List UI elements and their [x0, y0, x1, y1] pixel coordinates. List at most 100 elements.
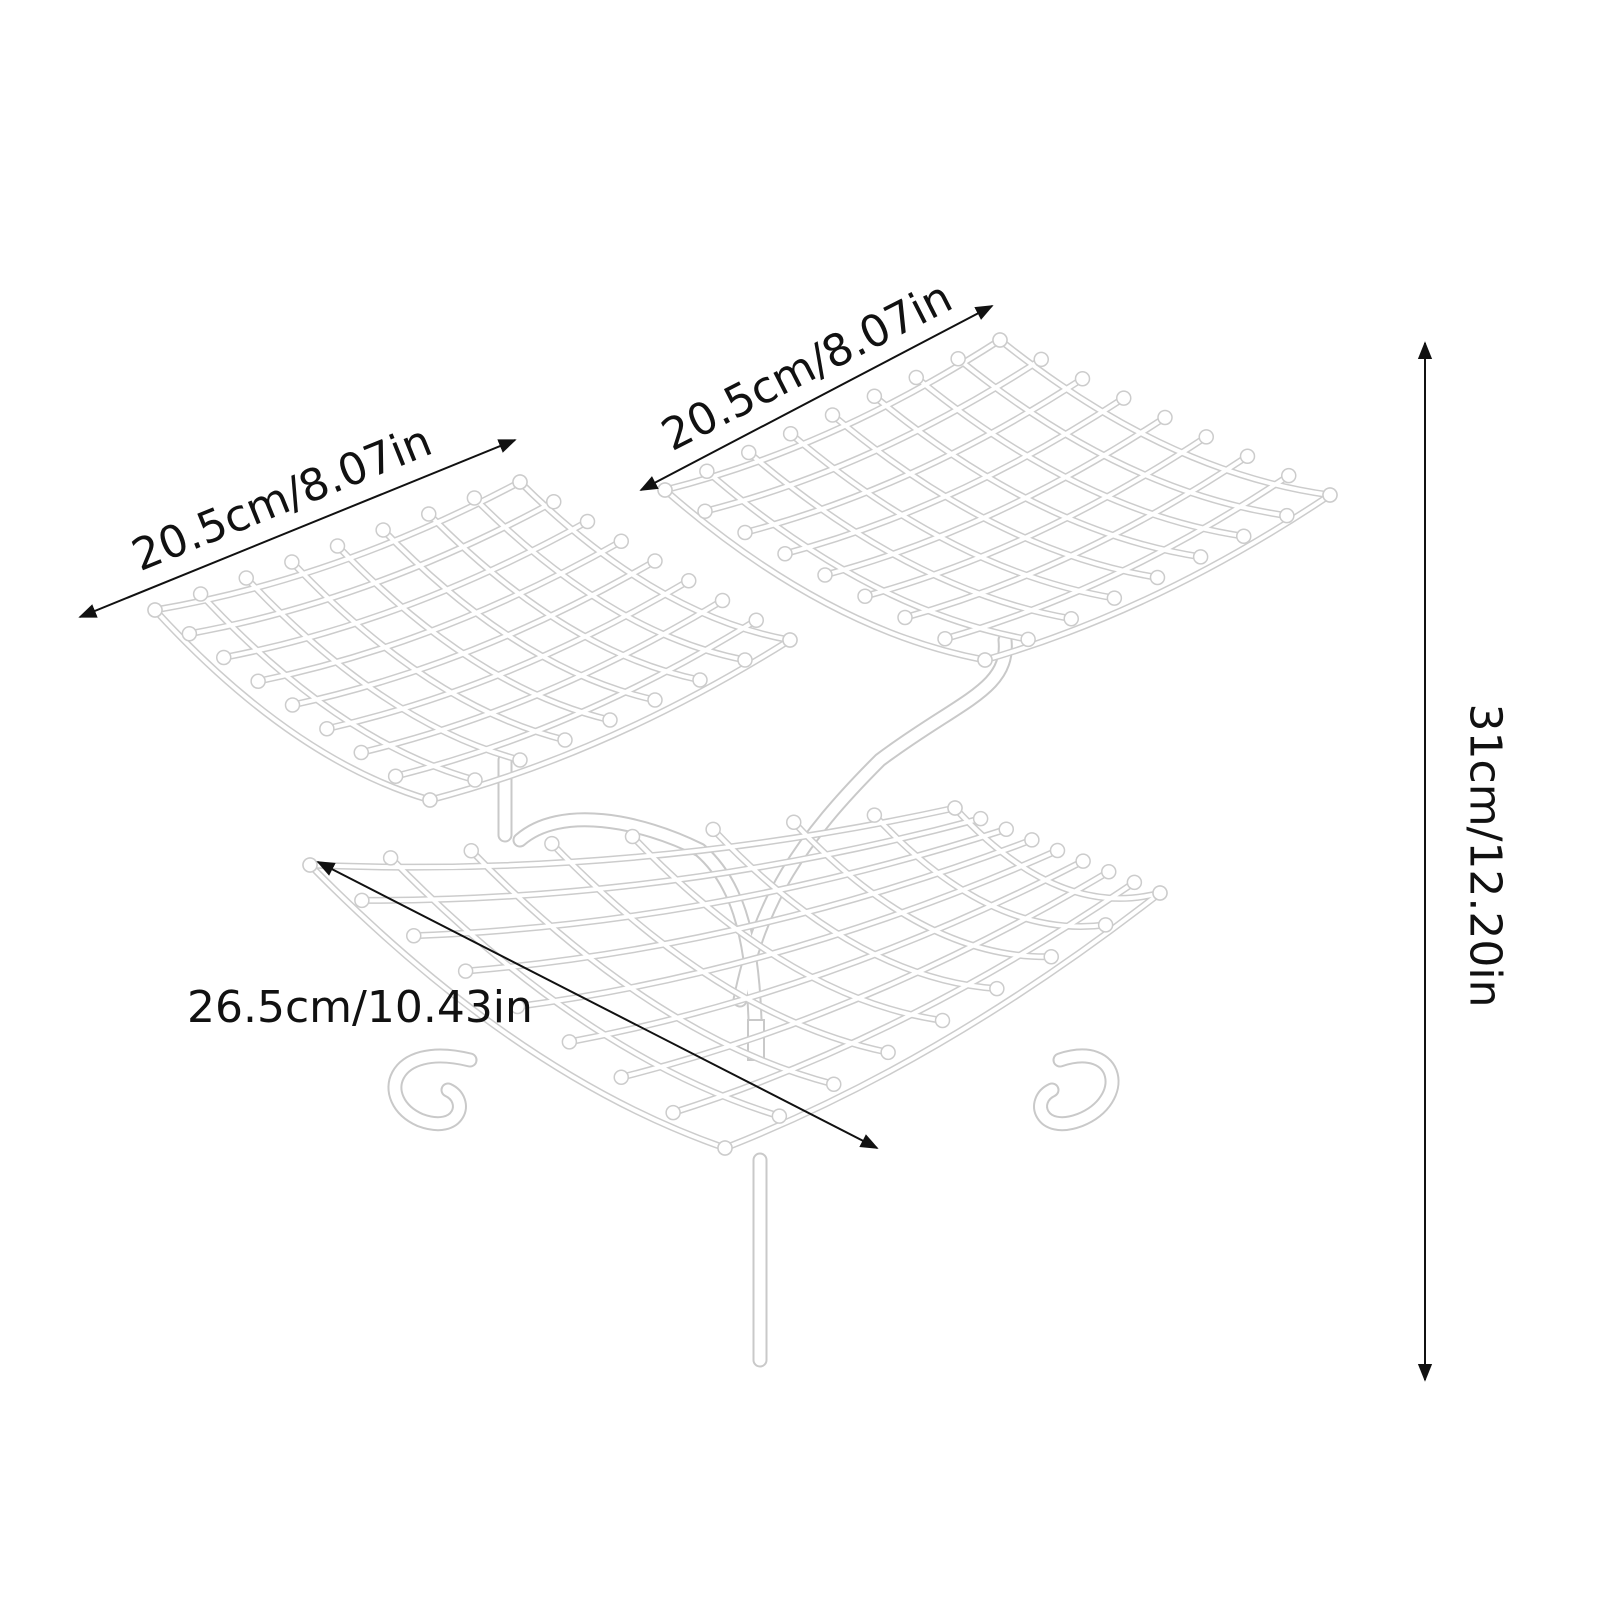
basket-wire	[663, 488, 987, 662]
wire-knob	[989, 980, 1005, 997]
wire-knob	[466, 490, 483, 506]
wire-knob	[422, 792, 438, 808]
wire-knob	[463, 843, 479, 859]
bottom-basket-width-label: 26.5cm/10.43in	[187, 981, 533, 1033]
wire-knob	[192, 586, 209, 602]
basket-wire	[518, 480, 792, 642]
basket-wire	[704, 469, 1031, 642]
wire-knob	[546, 494, 562, 510]
basket-wire	[290, 559, 657, 707]
wire-knob	[998, 821, 1014, 837]
wire-knob	[992, 332, 1008, 348]
basket-wire	[823, 415, 1167, 577]
wire-knob	[737, 652, 753, 668]
wire-knob	[512, 474, 528, 490]
wire-knob	[561, 1034, 578, 1050]
wire-knob	[1033, 351, 1049, 368]
wire-knob	[1239, 448, 1256, 464]
wire-knob	[947, 800, 963, 816]
wire-knob	[1020, 631, 1036, 648]
basket-wire	[393, 618, 759, 779]
wire-knob	[741, 444, 757, 461]
wire-knob	[937, 631, 953, 647]
wire-knob	[657, 482, 673, 498]
wire-knob	[181, 626, 198, 642]
wire-knob	[697, 503, 713, 519]
wire-knob	[1281, 467, 1297, 484]
wire-knob	[1116, 390, 1132, 406]
basket-wire	[256, 539, 624, 684]
wire-knob	[1322, 487, 1338, 503]
wire-knob	[382, 850, 399, 866]
wire-knob	[681, 573, 697, 589]
wire-knob	[934, 1012, 951, 1029]
wire-knob	[1152, 885, 1168, 901]
basket-wire	[863, 434, 1209, 599]
wire-knob	[1149, 569, 1166, 586]
wire-knob	[1063, 611, 1079, 627]
wire-knob	[238, 570, 254, 586]
wire-knob	[602, 712, 618, 728]
wire-knob	[1043, 949, 1059, 965]
wire-knob	[613, 1069, 629, 1085]
wire-knob	[1024, 832, 1040, 848]
wire-knob	[897, 609, 913, 626]
wire-knob	[647, 692, 663, 708]
wire-knob	[714, 592, 731, 609]
basket-wire	[198, 592, 477, 782]
basket-wire	[943, 473, 1291, 641]
basket-wire	[324, 578, 691, 731]
wire-knob	[826, 1076, 842, 1092]
wire-knob	[977, 652, 993, 668]
wire-knob	[692, 672, 708, 688]
wire-knob	[880, 1044, 896, 1061]
wire-knob	[579, 513, 596, 530]
wire-knob	[771, 1108, 788, 1124]
wire-knob	[737, 524, 753, 541]
basket-wire	[153, 608, 432, 802]
wire-knob	[319, 721, 335, 737]
basket-wire	[903, 454, 1250, 620]
wire-knob	[302, 857, 318, 873]
wire-knob	[908, 369, 924, 386]
wire-knob	[354, 892, 370, 909]
wire-knob	[665, 1104, 681, 1121]
basket-wire	[783, 396, 1126, 556]
basket-wire	[872, 813, 1108, 929]
wire-knob	[777, 546, 793, 562]
basket-wire	[998, 338, 1332, 497]
wire-knob	[353, 744, 369, 761]
wire-knob	[824, 407, 841, 423]
wire-knob	[250, 673, 266, 689]
wire-knob	[284, 697, 301, 713]
dimension-arrow-top-left	[78, 439, 517, 618]
wire-knob	[748, 612, 764, 628]
wire-knob	[786, 814, 802, 830]
wire-knob	[1279, 507, 1295, 524]
wire-knob	[705, 821, 721, 838]
wire-knob	[1157, 409, 1173, 426]
dimension-arrow-bottom	[316, 861, 879, 1149]
wire-knob	[216, 649, 232, 666]
wire-knob	[699, 463, 715, 479]
wire-knob	[782, 426, 799, 442]
wire-knob	[329, 538, 346, 554]
wire-knob	[647, 553, 663, 569]
wire-knob	[421, 506, 437, 522]
wire-knob	[866, 807, 883, 823]
wire-knob	[1101, 864, 1117, 880]
wire-knob	[557, 732, 573, 748]
wire-knob	[147, 602, 163, 618]
wire-knob	[817, 567, 833, 583]
wire-knob	[972, 810, 989, 827]
wire-knob	[467, 772, 483, 788]
wire-knob	[1075, 853, 1091, 869]
wire-knob	[1192, 549, 1209, 565]
wire-knob	[512, 752, 528, 768]
wire-knob	[717, 1140, 733, 1156]
wire-knob	[387, 768, 404, 784]
wire-knob	[1236, 528, 1252, 544]
wire-knob	[544, 835, 560, 852]
basket-wire	[953, 806, 1162, 901]
